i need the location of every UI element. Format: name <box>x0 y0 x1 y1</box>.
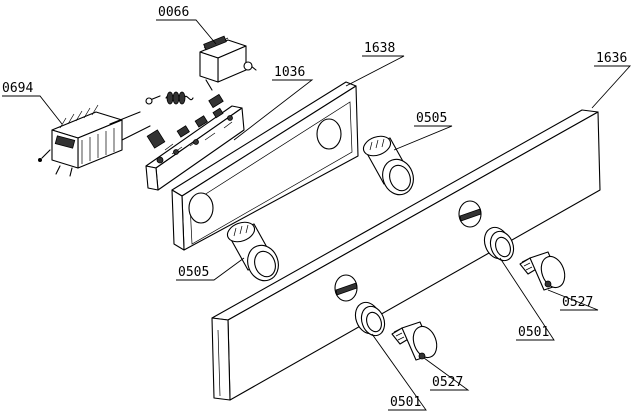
label-0527-right: 0527 <box>562 295 593 310</box>
front-control-panel <box>211 109 601 401</box>
panel-hole-2 <box>458 200 482 228</box>
frame-hole-left <box>188 192 214 224</box>
label-0527-bottom: 0527 <box>432 375 463 390</box>
part-labels: 0066 1638 1036 0694 1636 0505 0505 0527 … <box>2 5 627 410</box>
label-0501-bottom: 0501 <box>390 395 421 410</box>
panel-hole-1 <box>334 274 358 302</box>
bush-top <box>362 135 414 196</box>
knob-bottom <box>391 321 438 361</box>
frame-hole-right <box>316 118 342 150</box>
frame-plate <box>171 81 359 251</box>
label-0505-left: 0505 <box>178 265 209 280</box>
ring-bottom <box>354 301 386 337</box>
coil-spring <box>145 91 194 105</box>
selector-switch <box>38 104 151 177</box>
thermostat <box>199 35 257 91</box>
label-0066: 0066 <box>158 5 189 20</box>
label-0501-right: 0501 <box>518 325 549 340</box>
label-1638: 1638 <box>364 41 395 56</box>
label-1036: 1036 <box>274 65 305 80</box>
circuit-board <box>145 93 245 191</box>
leader-lines <box>2 19 632 411</box>
label-1636: 1636 <box>596 51 627 66</box>
knob-right <box>519 251 566 291</box>
label-0505-top: 0505 <box>416 111 447 126</box>
ring-right <box>483 226 515 262</box>
bush-left <box>226 221 279 282</box>
label-0694: 0694 <box>2 81 33 96</box>
